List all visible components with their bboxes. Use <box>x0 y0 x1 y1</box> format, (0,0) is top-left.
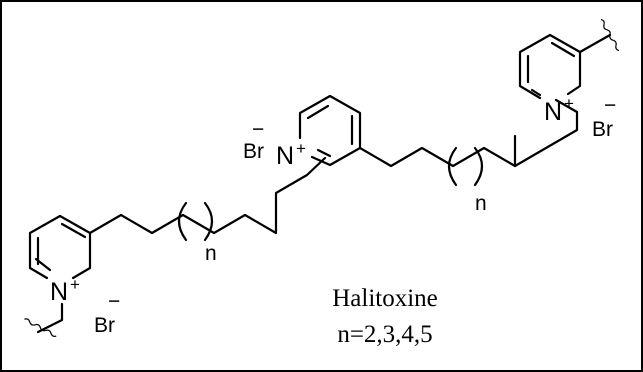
left-ring-nitrogen: N <box>50 278 68 306</box>
left-ring-positive-charge: + <box>70 275 80 294</box>
right-repeat-open-paren <box>447 146 458 187</box>
middle-ring-nitrogen: N <box>276 142 294 170</box>
compound-name: Halitoxine <box>332 285 438 312</box>
repeat-count-condition: n=2,3,4,5 <box>337 321 432 348</box>
left-n-substituent-bond <box>36 302 64 334</box>
middle-ring-positive-charge: + <box>296 139 306 158</box>
right-ring-positive-charge: + <box>564 94 574 113</box>
left-bromide-charge: − <box>108 290 120 313</box>
right-wavy-bond-icon <box>600 18 620 52</box>
right-pyridinium-ring <box>518 33 582 100</box>
right-alkyl-chain <box>358 98 579 168</box>
left-repeat-open-paren <box>177 201 188 242</box>
right-ring-substituent-bond <box>578 33 612 54</box>
right-ring-nitrogen: N <box>544 98 562 126</box>
left-wavy-bond-icon <box>24 318 57 337</box>
right-bromide-charge: − <box>604 94 616 117</box>
left-bromide-ion: Br <box>94 314 115 337</box>
left-repeat-close-paren <box>203 201 214 242</box>
right-repeat-close-paren <box>473 146 484 187</box>
middle-bromide-ion: Br <box>243 140 264 163</box>
left-repeat-index: n <box>205 242 217 265</box>
right-bromide-ion: Br <box>592 118 613 141</box>
right-repeat-index: n <box>475 192 487 215</box>
left-alkyl-chain <box>88 156 327 235</box>
middle-bromide-charge: − <box>252 118 264 141</box>
middle-pyridinium-ring <box>298 94 362 167</box>
left-pyridinium-ring <box>28 214 92 280</box>
